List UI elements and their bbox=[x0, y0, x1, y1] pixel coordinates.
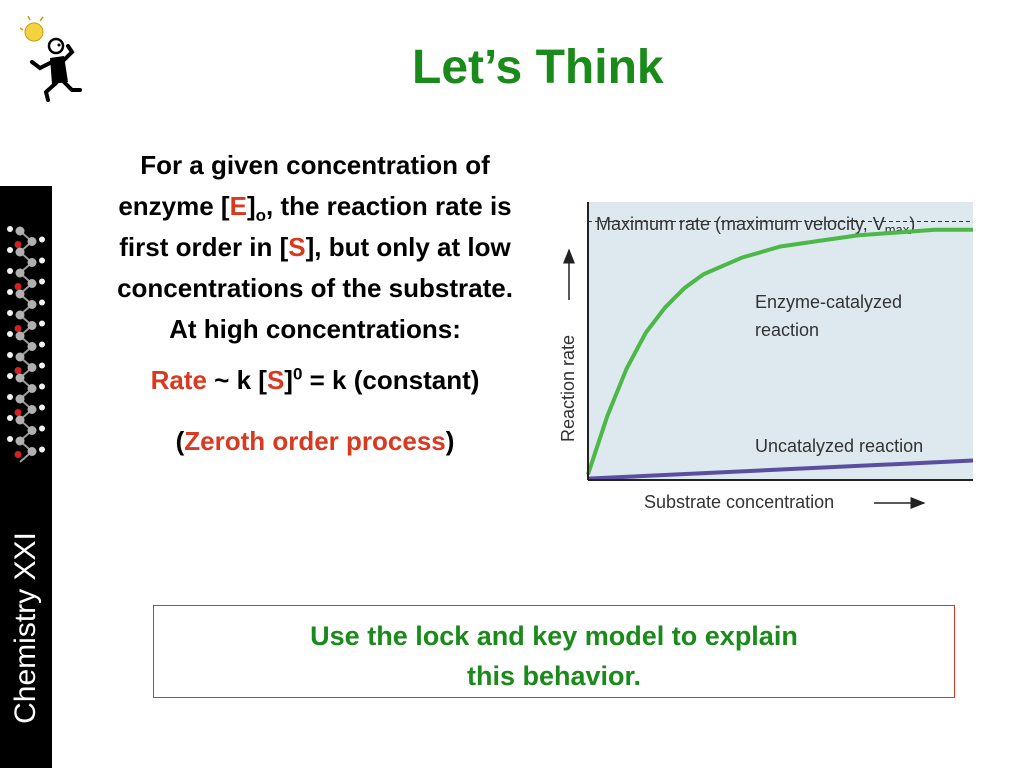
rate-equation: Rate ~ k [S]0 = k (constant) bbox=[150, 364, 480, 395]
body-text: For a given concentration of enzyme [E]o… bbox=[100, 145, 530, 462]
uncatalyzed-curve bbox=[587, 458, 974, 481]
molecule-model-icon bbox=[7, 226, 45, 463]
substrate-symbol: S bbox=[288, 232, 306, 262]
thinking-figure-icon bbox=[20, 16, 82, 102]
callout-line-2: this behavior. bbox=[466, 661, 642, 691]
high-concentration-heading: At high concentrations: bbox=[169, 314, 461, 344]
slide-title: Let’s Think bbox=[412, 41, 664, 94]
callout-line-1: Use the lock and key model to explain bbox=[310, 621, 798, 651]
first-order-paragraph: For a given concentration of enzyme [E]o… bbox=[117, 150, 513, 303]
sidebar-label: Chemistry XXI bbox=[9, 532, 42, 724]
x-axis-label: Substrate concentration bbox=[644, 492, 834, 512]
y-axis-label: Reaction rate bbox=[558, 335, 578, 442]
callout-box: Use the lock and key model to explain th… bbox=[153, 605, 955, 698]
uncatalyzed-curve-label: Uncatalyzed reaction bbox=[755, 436, 923, 456]
enzyme-symbol: E bbox=[229, 191, 247, 221]
zeroth-order-note: (Zeroth order process) bbox=[175, 426, 455, 456]
vmax-label: Maximum rate (maximum velocity, Vmax) bbox=[596, 214, 915, 237]
enzyme-curve bbox=[586, 227, 973, 476]
enzyme-rate-chart: Maximum rate (maximum velocity, Vmax) En… bbox=[558, 202, 974, 512]
